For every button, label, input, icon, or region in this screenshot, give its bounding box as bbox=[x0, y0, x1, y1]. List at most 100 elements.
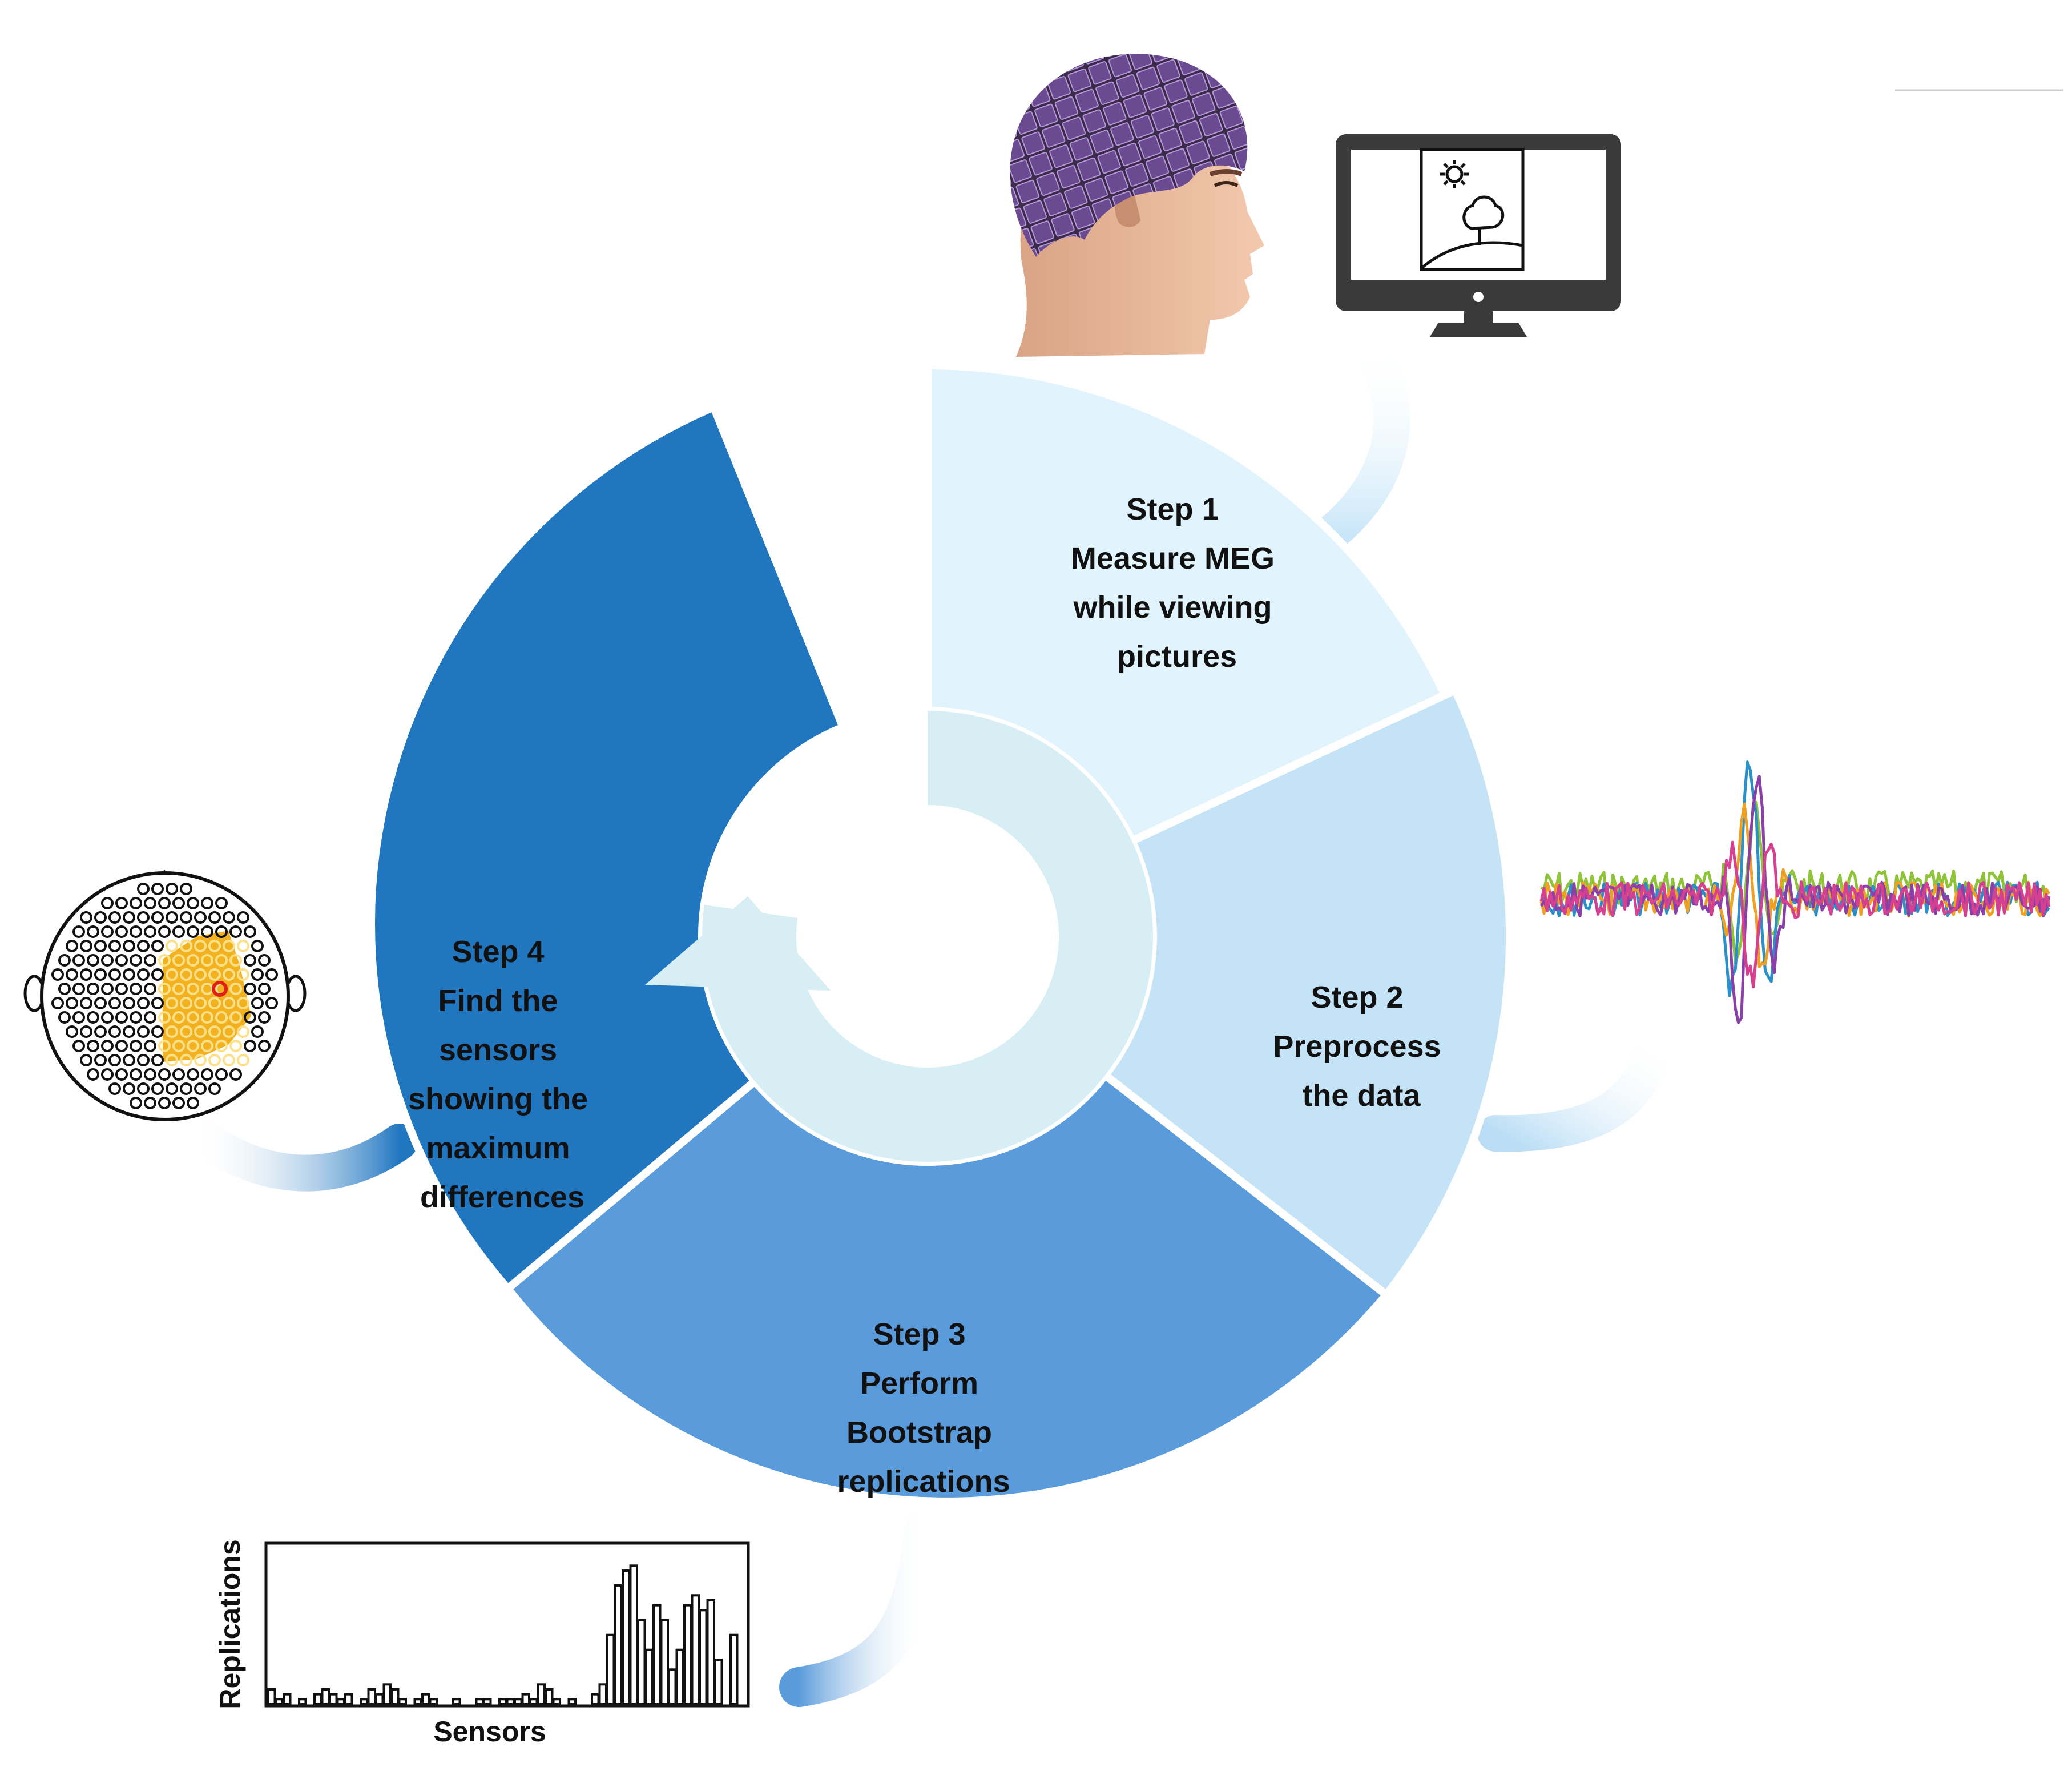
sensor-dot bbox=[208, 1025, 221, 1038]
histogram-ylabel: Replications bbox=[214, 1539, 246, 1709]
sensor-dot bbox=[229, 1068, 242, 1081]
sensor-dot bbox=[166, 968, 178, 981]
step-ring bbox=[366, 361, 1514, 1506]
histogram-bar bbox=[521, 1693, 530, 1705]
sensor-dot bbox=[130, 925, 142, 938]
histogram-bar bbox=[691, 1594, 700, 1706]
sensor-dot bbox=[187, 925, 199, 938]
sensor-dot bbox=[208, 997, 221, 1009]
cycle-arrow-head bbox=[645, 896, 831, 991]
sensor-dot bbox=[137, 883, 150, 895]
histogram-bar bbox=[452, 1698, 461, 1706]
sensor-dot bbox=[180, 968, 192, 981]
step3-line2: Bootstrap bbox=[846, 1415, 992, 1450]
sensor-dot bbox=[194, 1054, 207, 1066]
sensor-dot bbox=[201, 897, 213, 909]
sensor-dot bbox=[187, 1068, 199, 1081]
sensor-dot bbox=[137, 997, 150, 1009]
histogram-bar bbox=[529, 1698, 538, 1706]
sensor-dot bbox=[130, 1040, 142, 1052]
step4-line5: differences bbox=[420, 1180, 584, 1214]
sensor-dot bbox=[208, 940, 221, 952]
histogram-bar bbox=[398, 1698, 407, 1706]
sensor-dot bbox=[108, 911, 121, 924]
histogram-xlabel: Sensors bbox=[433, 1716, 546, 1748]
sensor-dot bbox=[151, 1025, 164, 1038]
sensor-dot bbox=[115, 983, 128, 995]
step4-title: Step 4 bbox=[452, 935, 544, 969]
sensor-dot bbox=[215, 925, 228, 938]
sensor-dot bbox=[101, 954, 114, 967]
sensor-dot bbox=[151, 968, 164, 981]
sensor-dot bbox=[151, 1082, 164, 1095]
sensor-dot bbox=[223, 1025, 235, 1038]
sensor-dot bbox=[258, 983, 271, 995]
sensor-dot bbox=[80, 940, 92, 952]
sensor-dot bbox=[251, 968, 264, 981]
sensor-dot bbox=[223, 968, 235, 981]
histogram-bar bbox=[267, 1688, 276, 1705]
topomap-max-sensor bbox=[212, 981, 228, 997]
sensor-dot bbox=[137, 911, 150, 924]
histogram-bar bbox=[637, 1619, 646, 1705]
sensor-dot bbox=[187, 897, 199, 909]
replications-histogram: Sensors Replications bbox=[214, 1539, 750, 1748]
sensor-dot bbox=[115, 925, 128, 938]
step2-line1: Preprocess bbox=[1273, 1029, 1441, 1064]
sensor-dot bbox=[87, 983, 99, 995]
sensor-dot bbox=[94, 940, 107, 952]
sensor-dot bbox=[180, 1054, 192, 1066]
sun-icon bbox=[1440, 160, 1469, 188]
monitor-icon bbox=[1336, 134, 1621, 337]
sensor-dot bbox=[251, 1025, 264, 1038]
sensor-dot bbox=[244, 925, 256, 938]
sensor-dot bbox=[244, 1011, 256, 1024]
sensor-dot bbox=[158, 954, 171, 967]
histogram-bar bbox=[660, 1619, 669, 1705]
step4-line1: Find the bbox=[438, 984, 558, 1018]
histogram-bar bbox=[313, 1693, 323, 1705]
connectors bbox=[176, 324, 1674, 1707]
sensor-dot bbox=[194, 997, 207, 1009]
cycle-arrow bbox=[645, 711, 1153, 1162]
histogram-bar bbox=[514, 1698, 523, 1706]
sensor-dot bbox=[158, 1097, 171, 1109]
sensor-dot bbox=[94, 997, 107, 1009]
sensor-dot bbox=[101, 1068, 114, 1081]
sensor-dot bbox=[158, 983, 171, 995]
sensor-dot bbox=[130, 1097, 142, 1109]
sensor-dot bbox=[108, 968, 121, 981]
sensor-dot bbox=[151, 1054, 164, 1066]
histogram-bar bbox=[567, 1698, 577, 1706]
step3-title: Step 3 bbox=[873, 1317, 965, 1351]
sensor-dot bbox=[80, 1054, 92, 1066]
sensor-dot bbox=[123, 1054, 135, 1066]
sensor-dot bbox=[80, 1025, 92, 1038]
sensor-dot bbox=[144, 925, 156, 938]
sensor-dot bbox=[237, 1054, 249, 1066]
topomap-highlight-region bbox=[163, 931, 251, 1062]
sensor-dot bbox=[101, 983, 114, 995]
monitor-power-dot bbox=[1473, 292, 1484, 302]
sensor-dot bbox=[180, 997, 192, 1009]
tree-icon bbox=[1420, 195, 1523, 269]
sensor-dot bbox=[101, 1040, 114, 1052]
sensor-topomap bbox=[23, 869, 307, 1121]
sensor-dot bbox=[58, 954, 71, 967]
histogram-bar bbox=[729, 1633, 739, 1705]
sensor-dot bbox=[180, 883, 192, 895]
step4-label: Step 4 Find the sensors showing the maxi… bbox=[408, 935, 596, 1214]
sensor-dot bbox=[194, 1082, 207, 1095]
sensor-dot bbox=[215, 1068, 228, 1081]
histogram-bar bbox=[714, 1659, 723, 1705]
sensor-dot bbox=[223, 911, 235, 924]
sensor-dot bbox=[244, 954, 256, 967]
step1-title: Step 1 bbox=[1126, 492, 1219, 526]
sensor-dot bbox=[237, 997, 249, 1009]
sensor-dot bbox=[223, 940, 235, 952]
sensor-dot bbox=[258, 1040, 271, 1052]
sensor-dot bbox=[94, 1025, 107, 1038]
histogram-bar bbox=[321, 1688, 330, 1705]
sensor-dot bbox=[66, 968, 78, 981]
sensor-dot bbox=[172, 1040, 185, 1052]
